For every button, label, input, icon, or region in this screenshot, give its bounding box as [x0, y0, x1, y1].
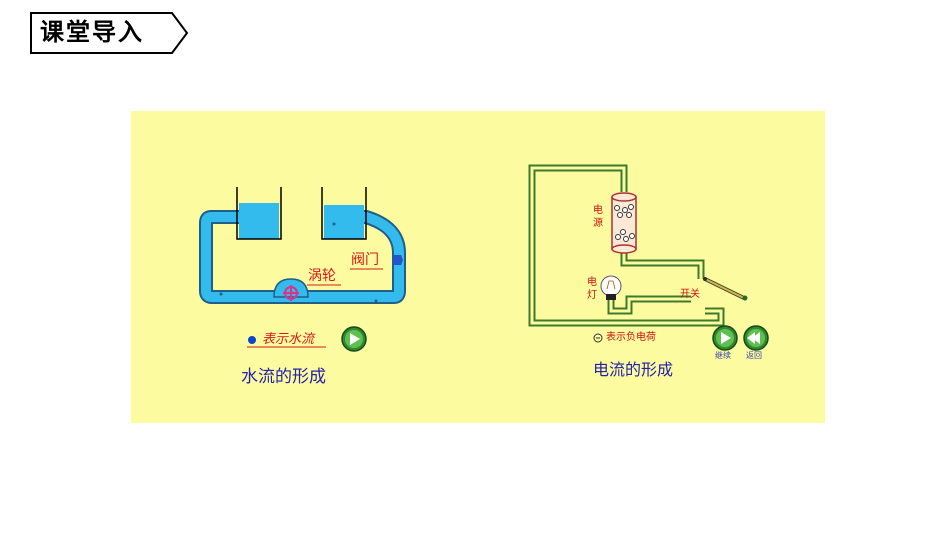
switch-label: 开关 [680, 289, 700, 300]
continue-button[interactable] [712, 325, 738, 351]
power-source-label-1: 电 [593, 205, 603, 216]
page-title: 课堂导入 [40, 18, 144, 46]
water-caption: 水流的形成 [241, 367, 326, 387]
lamp-label-2: 灯 [587, 290, 597, 301]
circuit-illustration [199, 164, 769, 352]
charge-legend-label: 表示负电荷 [606, 332, 656, 343]
animation-panel: 阀门 涡轮 表示水流 水流的形成 电 源 电 灯 开关 表示负电荷 电流的形成 … [131, 111, 825, 423]
section-title-badge: 课堂导入 [30, 12, 189, 54]
power-source-label-2: 源 [593, 218, 603, 229]
water-play-button[interactable] [341, 326, 367, 352]
continue-label[interactable]: 继续 [715, 351, 731, 360]
back-button[interactable] [743, 325, 769, 351]
turbine-label: 涡轮 [308, 268, 336, 284]
electric-caption: 电流的形成 [593, 360, 674, 379]
water-circuit [199, 187, 406, 348]
electric-circuit [528, 164, 748, 343]
water-legend-label: 表示水流 [262, 332, 315, 347]
back-label[interactable]: 返回 [746, 351, 762, 360]
valve-label: 阀门 [351, 252, 379, 268]
title-badge-shape [30, 12, 189, 54]
lamp-label-1: 电 [587, 277, 597, 288]
